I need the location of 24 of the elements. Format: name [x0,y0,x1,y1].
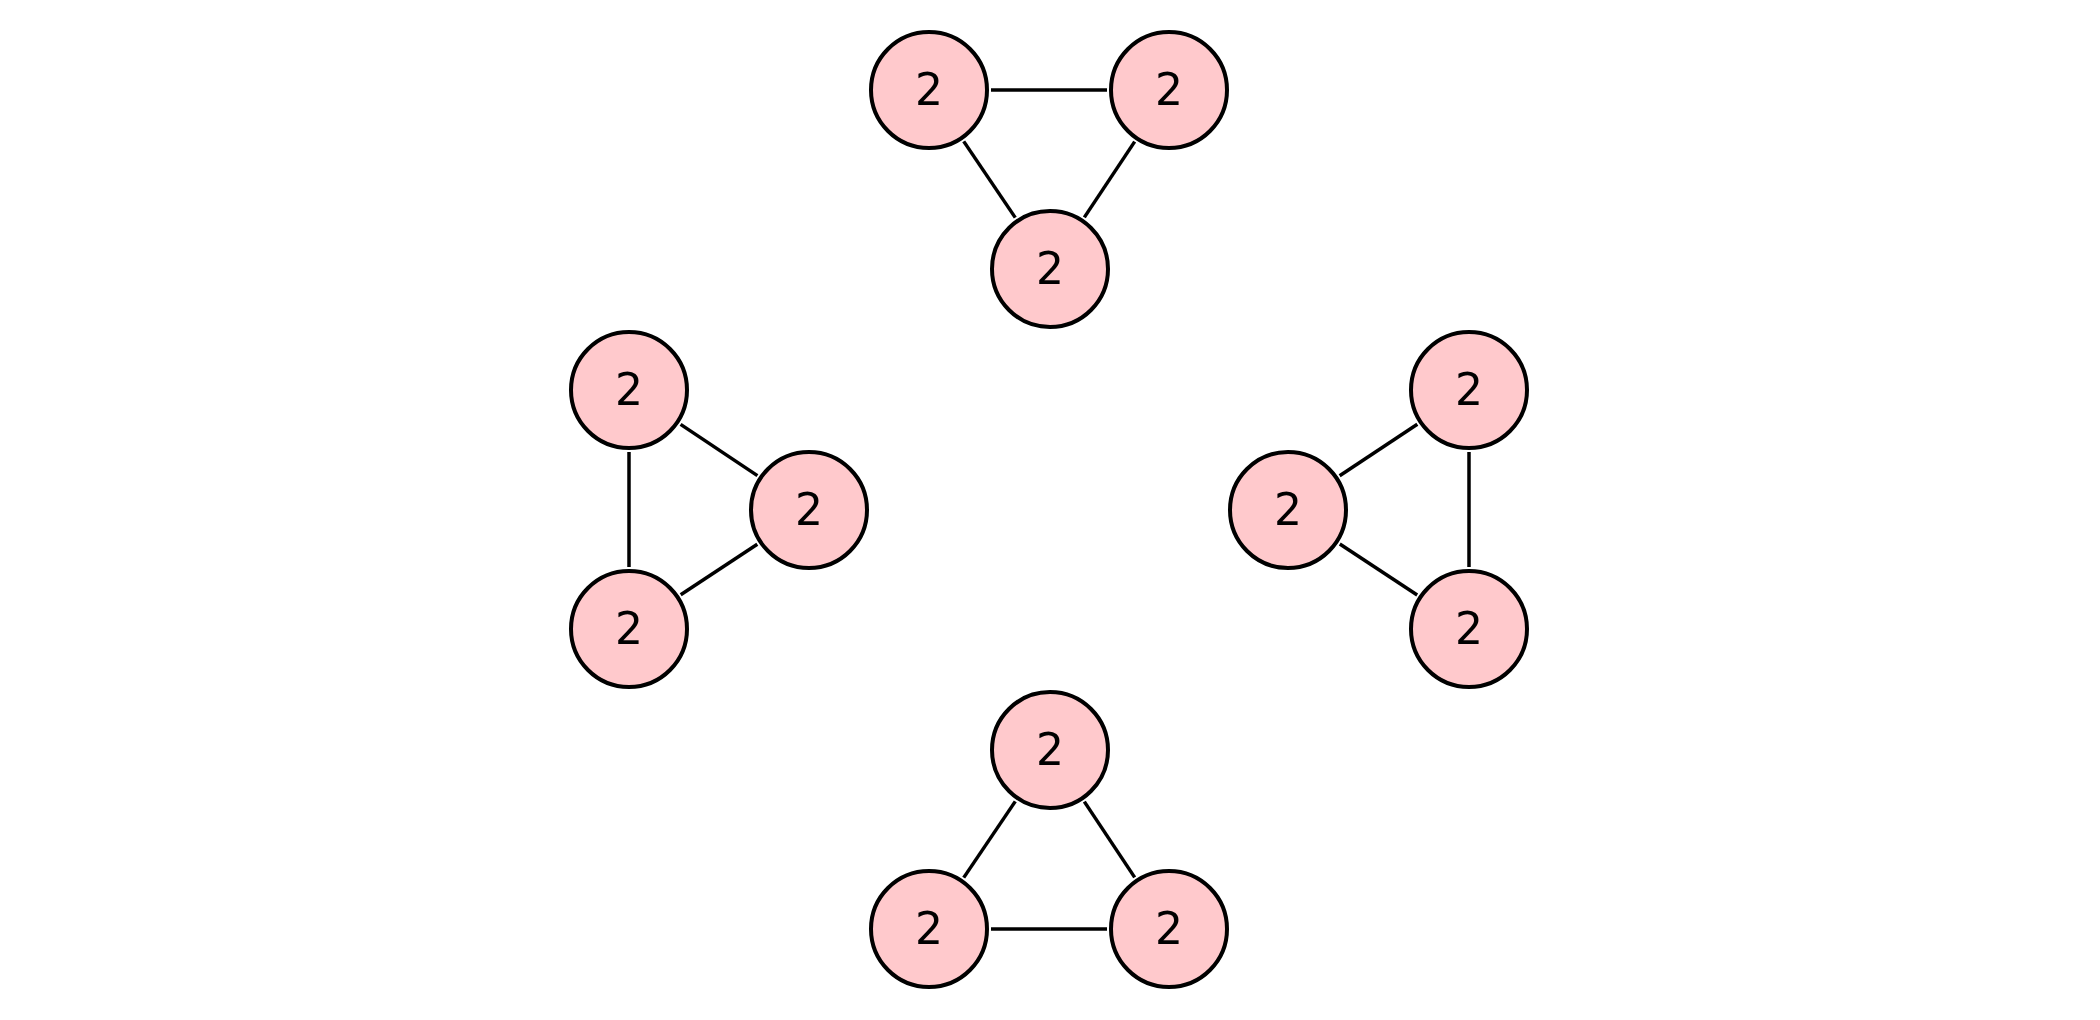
connector-line [1338,422,1419,478]
node-label: 2 [1455,368,1483,412]
node-label: 2 [615,607,643,651]
node-label: 2 [615,368,643,412]
node-label: 2 [915,68,943,112]
node-label: 2 [1455,607,1483,651]
node-label: 2 [1036,728,1064,772]
node-label: 2 [1274,488,1302,532]
node-label: 2 [1036,247,1064,291]
connector-line [627,452,631,567]
connector-line [991,88,1107,92]
node-label: 2 [1155,68,1183,112]
node-label: 2 [915,907,943,951]
connector-line [679,542,759,597]
node-label: 2 [795,488,823,532]
node-label: 2 [1155,907,1183,951]
connector-line [1338,542,1419,597]
connector-line [1082,800,1137,879]
connector-line [991,927,1107,931]
connector-line [962,800,1017,879]
connector-line [1467,452,1471,567]
connector-line [679,422,759,478]
connector-line [1082,140,1137,219]
connector-line [962,140,1017,219]
